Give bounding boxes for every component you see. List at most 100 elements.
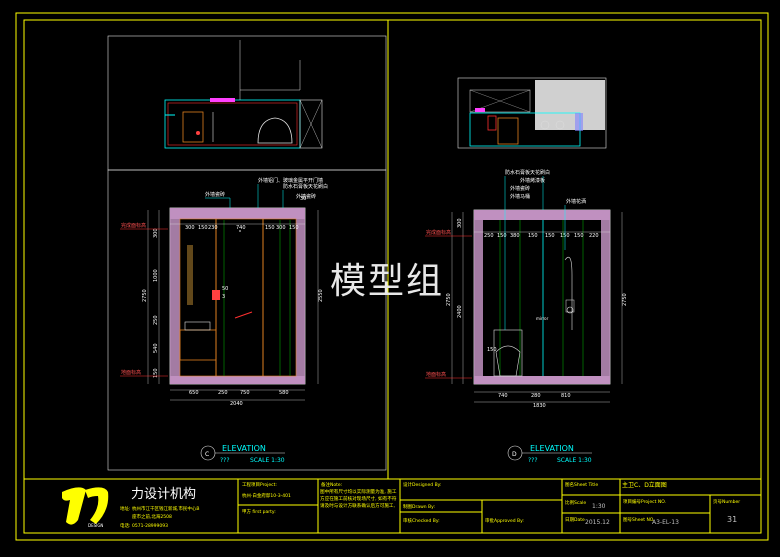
left-elevation-title: ELEVATION (222, 444, 266, 453)
drawn-label: 制图Drawn By: (403, 503, 435, 510)
phone-number: 0571-28999093 (132, 523, 168, 529)
left-top-dim-5: 300 (276, 225, 286, 231)
left-side-dim-4: 150 (153, 368, 159, 378)
page-number: 31 (727, 515, 737, 524)
left-notes: 外墙瓷砖 外墙铝门、玻璃金属平开门墙 防水石膏板天花刷白 外墙瓷砖 50 3 3… (205, 177, 328, 300)
title-block: DESIGN 力设计机构 地址: 杭州市江干区钱江新城,市民中心B 座市之前,北… (62, 479, 761, 533)
left-plan-drawing (164, 40, 323, 149)
right-bottom-dim-2: 810 (561, 393, 571, 399)
left-side-dim-1: 1000 (153, 269, 159, 282)
left-note-0: 外墙瓷砖 (205, 191, 225, 198)
phone-label: 电话: (120, 522, 131, 529)
left-inner-mark-1: 3 (222, 294, 225, 300)
left-side-dim-2: 250 (153, 315, 159, 325)
right-top-dim-7: 220 (589, 233, 599, 239)
owner-label: 甲方 first party: (242, 508, 276, 515)
logo-text: DESIGN (88, 523, 103, 528)
left-bottom-dim-0: 650 (189, 390, 199, 396)
left-bottom-total: 2040 (230, 401, 243, 407)
project-value: 杭州·白金府邸10-3-401 (242, 492, 291, 499)
right-side-dim-1: 300 (457, 218, 463, 228)
address-label: 地址: (120, 505, 131, 512)
right-note-4: 外墙花洒 (566, 198, 586, 205)
left-top-dim-4: 150 (265, 225, 275, 231)
outer-frame (15, 12, 769, 541)
left-level-bottom: 地面标高 (121, 369, 141, 376)
note-text: 图中所有尺寸均以实际测量为准, 施工方应在施工前核对现场尺寸, 如有不符请及时与… (320, 490, 397, 509)
right-level-top: 完成面标高 (426, 229, 451, 236)
right-top-dim-0: 250 (484, 233, 494, 239)
date-value: 2015.12 (585, 519, 610, 526)
address-line1: 杭州市江干区钱江新城,市民中心B (132, 505, 200, 512)
right-side-total: 2750 (446, 293, 452, 306)
right-scale-prefix: ??? (528, 457, 538, 464)
watermark-text: 模型组 (330, 261, 445, 302)
left-elevation-label: C ELEVATION ??? SCALE 1:30 (200, 444, 285, 464)
left-side-total: 2750 (142, 289, 148, 302)
left-note-2: 防水石膏板天花刷白 (283, 183, 328, 190)
left-inner-mark-2: 30 (300, 196, 306, 202)
right-note-2: 外墙瓷砖 (510, 185, 530, 192)
scale-label: 比例Scale (565, 499, 586, 506)
scale-value: 1:30 (592, 503, 606, 510)
left-top-dim-1: 150 (198, 225, 208, 231)
approved-label: 审批Approved By: (485, 517, 524, 524)
left-inner-mark-0: 50 (222, 286, 228, 292)
right-top-dim-3: 150 (528, 233, 538, 239)
right-elevation-body (473, 209, 611, 385)
sheet-no: A3-EL-13 (652, 519, 679, 526)
left-top-dim-3: 740 (236, 225, 246, 231)
project-label: 工程项目Project: (242, 481, 277, 488)
right-top-dim-2: 380 (510, 233, 520, 239)
right-bottom-total: 1830 (533, 403, 546, 409)
left-elevation-view: 300 150 230 740 150 300 150 300 1000 250… (107, 35, 387, 471)
right-plan-drawing (457, 77, 607, 149)
left-side-dim-3: 540 (153, 343, 159, 353)
inner-frame (23, 19, 762, 534)
left-bottom-dim-3: 580 (279, 390, 289, 396)
right-bottom-dim-1: 280 (531, 393, 541, 399)
note-label: 备注Note: (321, 481, 342, 488)
right-top-dim-6: 150 (574, 233, 584, 239)
right-level-bottom: 地面标高 (426, 371, 446, 378)
left-note-1: 外墙铝门、玻璃金属平开门墙 (258, 177, 323, 184)
right-side-dimensions: 2400 300 2750 2750 (446, 212, 628, 384)
sheet-no-label: 图号Sheet NO. (623, 517, 655, 523)
left-top-dim-6: 150 (289, 225, 299, 231)
right-notes: 防水石膏板天花刷白 外墙烤漆板 外墙瓷砖 外墙马桶 外墙花洒 150 mirro… (487, 169, 586, 353)
note-text-box: 图中所有尺寸均以实际测量为准, 施工方应在施工前核对现场尺寸, 如有不符请及时与… (320, 490, 397, 509)
right-bottom-dim-0: 740 (498, 393, 508, 399)
left-elevation-body (169, 207, 306, 385)
left-bottom-dim-1: 250 (218, 390, 228, 396)
checked-label: 审核Checked By: (403, 517, 440, 524)
left-note-3: 外墙瓷砖 (296, 193, 316, 200)
address-line2: 座市之前,北海2508 (132, 513, 172, 520)
right-scale-text: SCALE 1:30 (557, 457, 592, 464)
right-inner-mark-1: mirror (536, 316, 549, 321)
left-level-top: 完成面标高 (121, 222, 146, 229)
left-elevation-letter: C (205, 451, 209, 458)
right-side-dim-0: 2400 (457, 305, 463, 318)
right-elevation-letter: D (512, 451, 517, 458)
left-scale-prefix: ??? (220, 457, 230, 464)
company-logo: DESIGN (62, 487, 109, 528)
left-side-dimensions: 300 1000 250 540 150 2750 2550 (142, 210, 324, 384)
sheet-title-label: 图名Sheet Title (565, 481, 598, 488)
left-bottom-dim-2: 750 (240, 390, 250, 396)
right-elevation-label: D ELEVATION ??? SCALE 1:30 (507, 444, 592, 464)
right-elevation-view: 250 150 380 150 150 150 150 220 2400 300… (425, 77, 628, 464)
right-bottom-dimensions: 740 280 810 1830 (474, 391, 610, 409)
right-elevation-title: ELEVATION (530, 444, 574, 453)
left-scale-text: SCALE 1:30 (250, 457, 285, 464)
company-name: 力设计机构 (131, 487, 196, 502)
left-bottom-dimensions: 650 250 750 580 2040 (170, 389, 305, 407)
right-right-dim: 2750 (622, 293, 628, 306)
right-level-markers: 完成面标高 地面标高 (425, 229, 472, 379)
right-top-dim-4: 150 (545, 233, 555, 239)
left-top-dim-2: 230 (208, 225, 218, 231)
left-right-dim: 2550 (318, 289, 324, 302)
left-top-dimensions: 300 150 230 740 150 300 150 (170, 223, 305, 231)
right-top-dimensions: 250 150 380 150 150 150 150 220 (474, 231, 610, 239)
